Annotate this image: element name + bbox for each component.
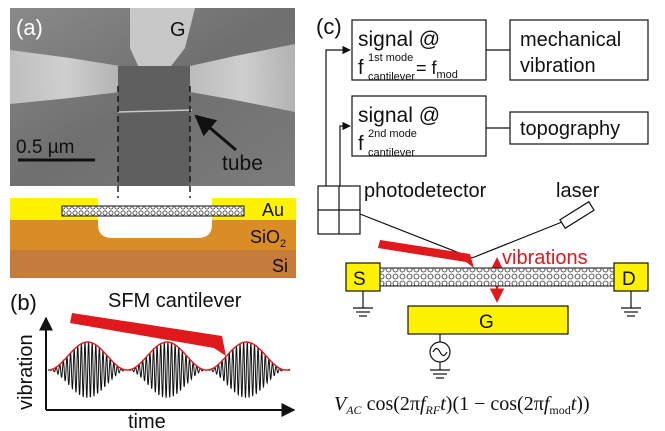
layer-label-sio2: SiO2 <box>250 227 286 250</box>
ground-icon-ac <box>430 362 450 379</box>
vibrations-label: vibrations <box>502 247 588 269</box>
gate-label: G <box>479 312 494 333</box>
layer-label-si: Si <box>272 256 288 276</box>
nanotube <box>379 267 615 287</box>
signal-box-1-sub: cantilever <box>368 71 415 83</box>
nanotube-cross <box>61 205 245 217</box>
scale-bar-label: 0.5 µm <box>16 137 74 158</box>
panel-a-label: (a) <box>16 15 43 40</box>
drain-electrode <box>613 262 649 292</box>
panel-c-label: (c) <box>316 14 342 39</box>
signal-box-1-freq: f <box>358 57 364 79</box>
output-box-2 <box>509 111 649 145</box>
gate-label-sem: G <box>170 19 186 41</box>
signal-box-2-sub: cantilever <box>368 147 415 159</box>
laser-beam-out <box>359 213 473 259</box>
output-box-1-line2: vibration <box>520 55 596 77</box>
signal-box-1-sup: 1st mode <box>368 52 413 64</box>
source-label: S <box>353 269 366 290</box>
signal-box-2-sup: 2nd mode <box>368 128 417 140</box>
signal-box-2-freq: f <box>358 133 364 155</box>
layer-label-au: Au <box>262 200 284 220</box>
signal-box-1-eq: = fmod <box>416 58 458 81</box>
tube-label: tube <box>222 152 263 175</box>
envelope-top <box>48 341 291 371</box>
laser-icon <box>559 200 595 230</box>
signal-box-1-title: signal @ <box>358 28 440 51</box>
photodetector-label: photodetector <box>364 180 487 202</box>
output-box-1-line1: mechanical <box>520 29 621 51</box>
panel-b-label: (b) <box>10 290 37 315</box>
gate-electrode <box>407 305 569 335</box>
ac-source-icon <box>429 341 451 363</box>
sem-image <box>10 8 295 186</box>
feed-line-1 <box>325 45 351 186</box>
feed-line-2 <box>339 121 351 186</box>
x-axis-label: time <box>128 411 166 431</box>
carrier-wave <box>48 341 291 398</box>
laser-label: laser <box>556 180 600 202</box>
y-axis-label: vibration <box>15 334 37 410</box>
drive-formula: VAC cos(2πfRFt)(1 − cos(2πfmodt)) <box>334 393 590 417</box>
cantilever-label: SFM cantilever <box>108 290 242 312</box>
source-electrode <box>345 262 381 292</box>
output-box-1 <box>509 19 649 81</box>
signal-box-1 <box>351 19 487 81</box>
photodetector-icon <box>317 185 361 235</box>
drain-label: D <box>622 269 636 290</box>
layer-si <box>10 250 296 278</box>
trench <box>98 212 212 238</box>
ground-icon-source <box>353 291 373 317</box>
signal-box-2-title: signal @ <box>358 104 440 127</box>
cantilever-tip <box>378 240 474 268</box>
signal-box-2 <box>351 95 487 157</box>
output-box-2-label: topography <box>520 118 620 140</box>
tube-pointer-arrow <box>194 114 237 152</box>
laser-beam-in <box>471 221 563 259</box>
ground-icon-drain <box>621 291 641 317</box>
layer-stack <box>10 198 296 278</box>
cantilever-beam <box>70 313 226 356</box>
